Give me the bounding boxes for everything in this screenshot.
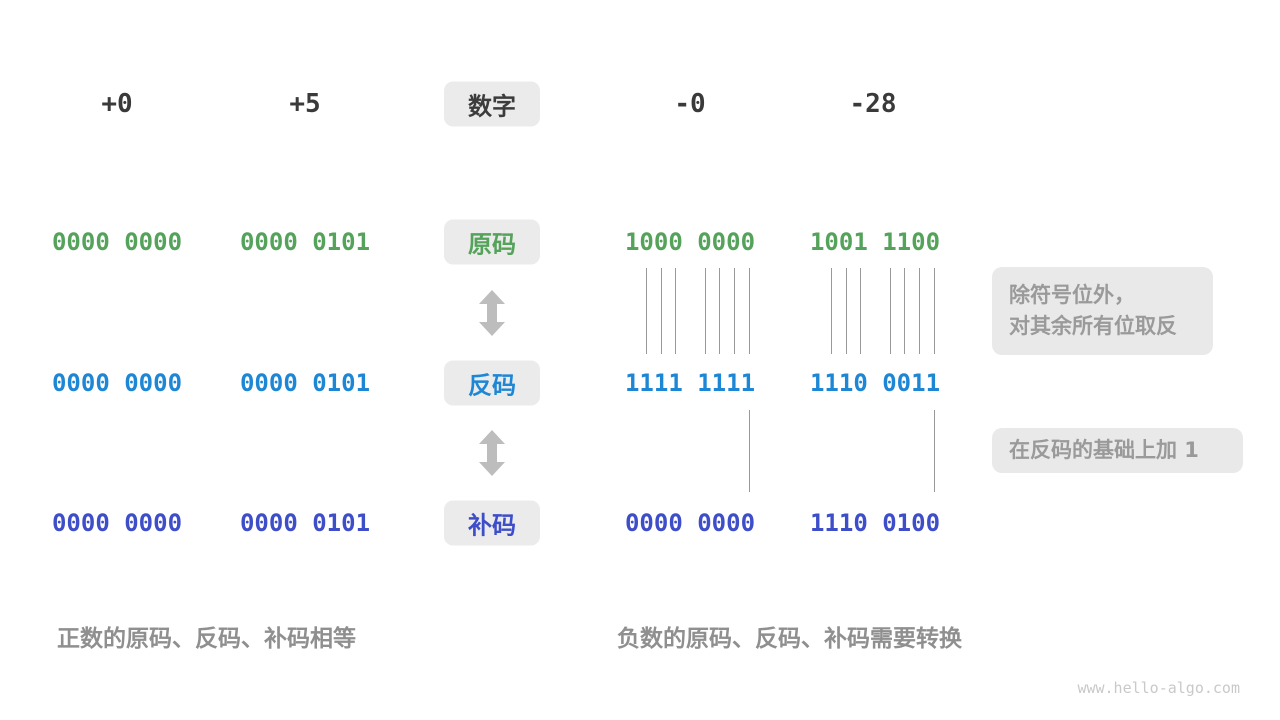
- bit-connector-line: [734, 268, 735, 354]
- twos-complement-neg-28: 1110 0100: [809, 509, 941, 537]
- caption-positive-numbers: 正数的原码、反码、补码相等: [57, 626, 356, 652]
- bit-connector-line: [919, 268, 920, 354]
- caption-negative-numbers: 负数的原码、反码、补码需要转换: [617, 626, 962, 652]
- sign-magnitude-pos-zero: 0000 0000: [51, 228, 183, 256]
- bit-connector-line: [904, 268, 905, 354]
- badge-number: 数字: [444, 81, 540, 127]
- bit-connector-line: [860, 268, 861, 354]
- badge-sign-magnitude-label: 原码: [468, 230, 516, 259]
- header-value-pos-zero: +0: [101, 89, 133, 119]
- badge-number-label: 数字: [468, 92, 516, 121]
- bit-connector-line: [675, 268, 676, 354]
- sign-magnitude-neg-28: 1001 1100: [809, 228, 941, 256]
- bit-connector-line: [719, 268, 720, 354]
- updown-arrow-icon: [479, 290, 505, 336]
- badge-ones-complement-label: 反码: [468, 371, 516, 400]
- twos-complement-neg-zero: 0000 0000: [624, 509, 756, 537]
- bit-connector-line: [934, 268, 935, 354]
- site-watermark: www.hello-algo.com: [1077, 679, 1240, 697]
- header-value-pos-five: +5: [289, 89, 321, 119]
- bit-connector-line: [646, 268, 647, 354]
- bit-connector-line: [749, 268, 750, 354]
- note-invert-bits-line2: 对其余所有位取反: [1009, 314, 1177, 338]
- ones-complement-pos-five: 0000 0101: [239, 369, 371, 397]
- twos-complement-pos-zero: 0000 0000: [51, 509, 183, 537]
- header-value-neg-zero: -0: [674, 89, 706, 119]
- note-invert-bits: 除符号位外， 对其余所有位取反: [992, 267, 1213, 355]
- bit-connector-line: [846, 268, 847, 354]
- badge-twos-complement-label: 补码: [468, 511, 516, 540]
- note-add-one-text: 在反码的基础上加 1: [1009, 438, 1199, 462]
- bit-connector-line: [890, 268, 891, 354]
- ones-complement-neg-28: 1110 0011: [809, 369, 941, 397]
- sign-magnitude-pos-five: 0000 0101: [239, 228, 371, 256]
- note-add-one: 在反码的基础上加 1: [992, 428, 1243, 473]
- ones-complement-neg-zero: 1111 1111: [624, 369, 756, 397]
- sign-magnitude-neg-zero: 1000 0000: [624, 228, 756, 256]
- bit-connector-line: [749, 410, 750, 492]
- note-invert-bits-line1: 除符号位外，: [1009, 283, 1135, 307]
- badge-ones-complement: 反码: [444, 360, 540, 406]
- badge-twos-complement: 补码: [444, 500, 540, 546]
- twos-complement-pos-five: 0000 0101: [239, 509, 371, 537]
- header-value-neg-28: -28: [849, 89, 897, 119]
- updown-arrow-icon: [479, 430, 505, 476]
- badge-sign-magnitude: 原码: [444, 219, 540, 265]
- bit-connector-line: [934, 410, 935, 492]
- bit-connector-line: [831, 268, 832, 354]
- ones-complement-pos-zero: 0000 0000: [51, 369, 183, 397]
- bit-connector-line: [661, 268, 662, 354]
- bit-connector-line: [705, 268, 706, 354]
